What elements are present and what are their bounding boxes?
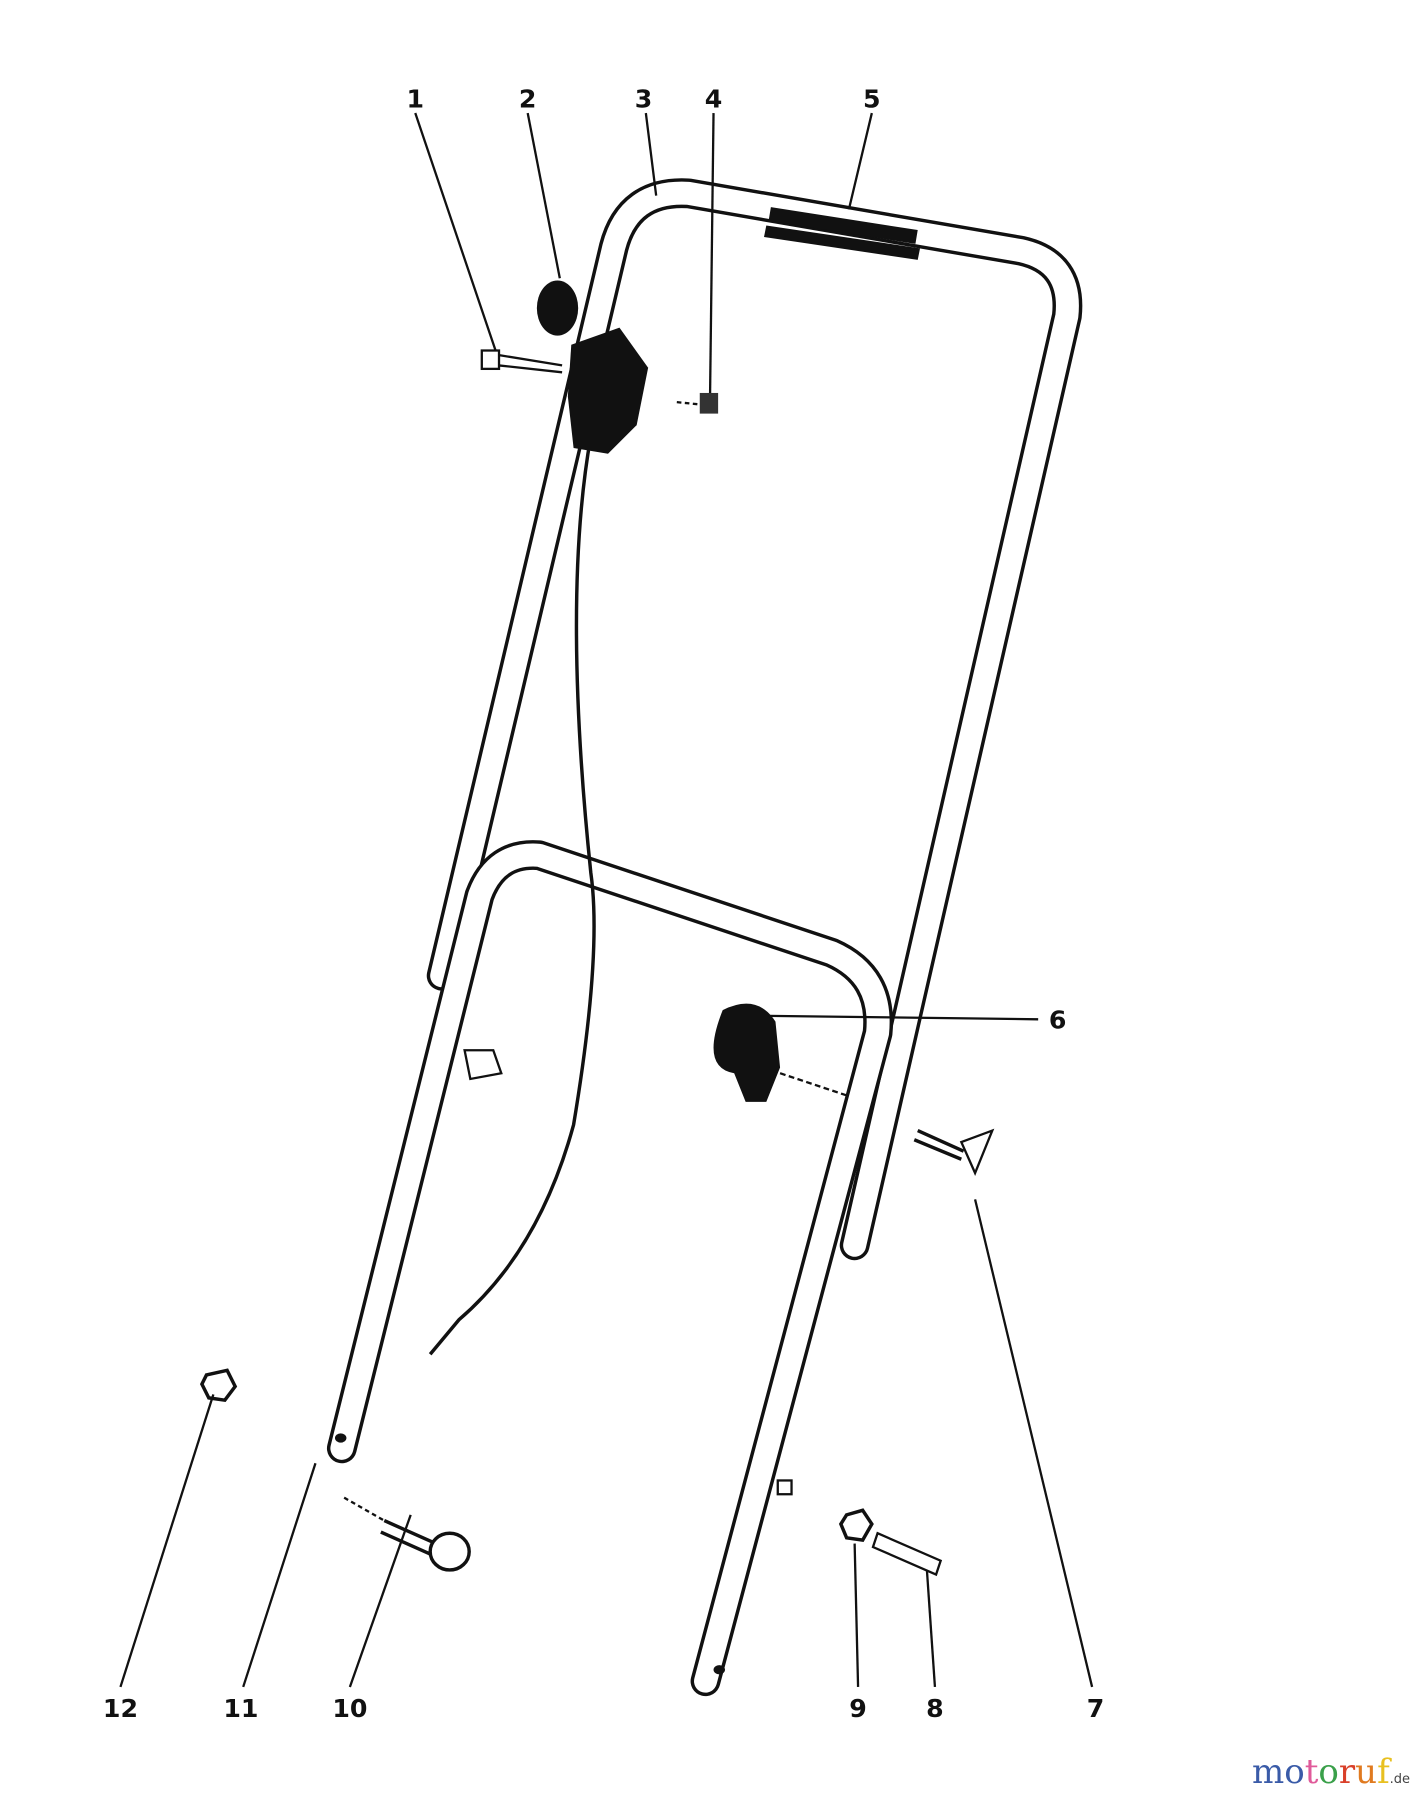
watermark-letter: u	[1355, 1752, 1378, 1792]
watermark-letter: f	[1377, 1752, 1390, 1792]
bolt-7	[913, 1128, 995, 1176]
lower-handle	[326, 840, 894, 1697]
callout-3: 3	[635, 84, 653, 113]
watermark-letter: m	[1252, 1752, 1285, 1792]
watermark-letter: o	[1318, 1752, 1339, 1792]
knob-2	[536, 280, 579, 336]
watermark-suffix: .de	[1389, 1772, 1411, 1787]
callout-1: 1	[406, 84, 424, 113]
upper-handle	[426, 178, 1083, 1261]
callout-12: 12	[103, 1694, 138, 1723]
nut-9	[838, 1508, 874, 1542]
nut-12	[199, 1368, 238, 1403]
nut-4	[699, 392, 719, 414]
callout-8: 8	[926, 1694, 944, 1723]
callout-4: 4	[705, 84, 723, 113]
watermark-letter: o	[1284, 1752, 1305, 1792]
watermark-logo: motoruf.de	[1252, 1752, 1410, 1792]
bolt-10	[380, 1519, 471, 1572]
control-cable	[428, 436, 596, 1356]
leader-lines	[119, 112, 1094, 1688]
watermark-letter: r	[1338, 1752, 1356, 1792]
watermark-letter: t	[1304, 1752, 1319, 1792]
callout-10: 10	[332, 1694, 367, 1723]
callout-2: 2	[519, 84, 537, 113]
bolt-1	[480, 349, 563, 374]
watermark-text: motoruf	[1252, 1752, 1390, 1792]
pin-8	[871, 1531, 943, 1577]
control-lever	[567, 327, 649, 454]
callout-9: 9	[849, 1694, 867, 1723]
grip-5	[764, 207, 921, 260]
callout-6: 6	[1049, 1005, 1067, 1034]
callout-11: 11	[223, 1694, 258, 1723]
clip	[463, 1049, 503, 1081]
callout-7: 7	[1087, 1694, 1105, 1723]
knob-6	[713, 1003, 781, 1102]
callout-5: 5	[863, 84, 881, 113]
